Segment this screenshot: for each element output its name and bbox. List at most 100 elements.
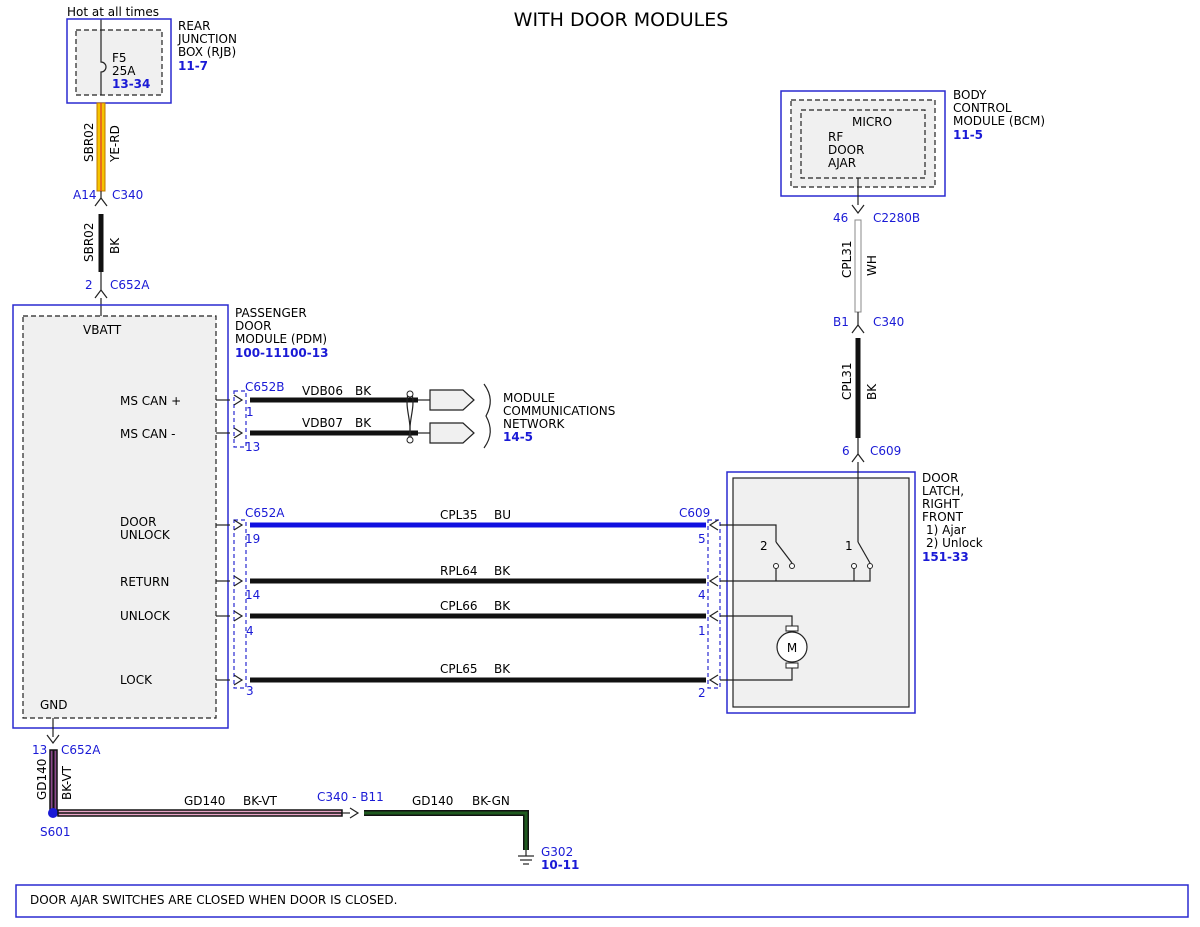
- svg-text:14-5: 14-5: [503, 430, 533, 444]
- body-control-module: MICRO RF DOOR AJAR BODY CONTROL MODULE (…: [780, 88, 1045, 197]
- svg-text:C652B: C652B: [245, 380, 285, 394]
- svg-text:BODY: BODY: [953, 88, 987, 102]
- svg-text:S601: S601: [40, 825, 71, 839]
- svg-text:1: 1: [698, 624, 706, 638]
- svg-text:NETWORK: NETWORK: [503, 417, 566, 431]
- svg-text:AJAR: AJAR: [828, 156, 856, 170]
- svg-text:DOOR: DOOR: [922, 471, 958, 485]
- svg-text:YE-RD: YE-RD: [108, 125, 122, 163]
- passenger-door-module: VBATT MS CAN + MS CAN - DOOR UNLOCK RETU…: [12, 304, 328, 729]
- svg-text:1) Ajar: 1) Ajar: [926, 523, 966, 537]
- svg-text:100-11100-13: 100-11100-13: [235, 346, 328, 360]
- svg-text:RPL64: RPL64: [440, 564, 478, 578]
- wire-cpl66-bk: CPL66 BK: [216, 599, 719, 622]
- svg-text:CPL66: CPL66: [440, 599, 478, 613]
- svg-text:CPL31: CPL31: [840, 240, 854, 278]
- svg-text:3: 3: [246, 684, 254, 698]
- svg-text:GD140: GD140: [35, 759, 49, 800]
- svg-text:FRONT: FRONT: [922, 510, 964, 524]
- svg-text:UNLOCK: UNLOCK: [120, 609, 171, 623]
- svg-text:RETURN: RETURN: [120, 575, 169, 589]
- svg-text:2: 2: [698, 686, 706, 700]
- rjb-label-2: JUNCTION: [177, 32, 237, 46]
- svg-text:DOOR: DOOR: [235, 319, 271, 333]
- svg-text:SBR02: SBR02: [82, 223, 96, 262]
- svg-text:5: 5: [698, 532, 706, 546]
- ms-can-wires: VDB06 BK VDB07 BK: [216, 383, 491, 449]
- svg-text:RIGHT: RIGHT: [922, 497, 960, 511]
- svg-text:10-11: 10-11: [541, 858, 579, 872]
- svg-text:GD140: GD140: [412, 794, 453, 808]
- svg-text:DOOR: DOOR: [120, 515, 156, 529]
- svg-text:BK: BK: [494, 662, 511, 676]
- svg-text:C2280B: C2280B: [873, 211, 920, 225]
- svg-text:2) Unlock: 2) Unlock: [926, 536, 983, 550]
- rear-junction-box: F5 25A 13-34 REAR JUNCTION BOX (RJB) 11-…: [66, 18, 237, 104]
- svg-text:M: M: [787, 641, 797, 655]
- svg-text:19: 19: [245, 532, 260, 546]
- svg-text:CONTROL: CONTROL: [953, 101, 1012, 115]
- svg-text:BU: BU: [494, 508, 511, 522]
- svg-text:C609: C609: [870, 444, 901, 458]
- c2280b-connector: [851, 204, 865, 214]
- wire-cpl65-bk: CPL65 BK: [216, 662, 719, 686]
- svg-text:LOCK: LOCK: [120, 673, 153, 687]
- svg-text:151-33: 151-33: [922, 550, 969, 564]
- page-title: WITH DOOR MODULES: [514, 9, 729, 31]
- door-latch: 2 1 M: [720, 471, 916, 714]
- wire-cpl31-wh: CPL31 WH: [840, 219, 879, 313]
- svg-text:BK-VT: BK-VT: [60, 765, 74, 800]
- svg-text:SBR02: SBR02: [82, 123, 96, 162]
- s601-splice: [48, 808, 58, 818]
- svg-text:VDB07: VDB07: [302, 416, 343, 430]
- c609-connector: [707, 519, 721, 689]
- svg-text:C652A: C652A: [245, 506, 285, 520]
- svg-text:GD140: GD140: [184, 794, 225, 808]
- svg-text:MODULE (PDM): MODULE (PDM): [235, 332, 327, 346]
- rjb-ref: 11-7: [178, 59, 208, 73]
- svg-text:1: 1: [246, 405, 254, 419]
- svg-text:6: 6: [842, 444, 850, 458]
- svg-text:LATCH,: LATCH,: [922, 484, 964, 498]
- svg-text:GND: GND: [40, 698, 68, 712]
- svg-text:13: 13: [245, 440, 260, 454]
- svg-text:4: 4: [246, 624, 254, 638]
- c340-connector: [94, 197, 108, 207]
- c652b-connector: [233, 390, 247, 448]
- svg-text:2: 2: [760, 539, 768, 553]
- svg-text:C340 - B11: C340 - B11: [317, 790, 384, 804]
- svg-text:BK: BK: [865, 383, 879, 400]
- svg-text:BK: BK: [355, 416, 372, 430]
- svg-text:BK: BK: [494, 564, 511, 578]
- svg-text:BK: BK: [494, 599, 511, 613]
- ground-symbol-icon: [518, 850, 534, 865]
- svg-text:G302: G302: [541, 845, 573, 859]
- c609-top-connector: [851, 453, 865, 463]
- note-box: [15, 884, 1189, 918]
- svg-text:14: 14: [245, 588, 260, 602]
- fuse-name: F5: [112, 51, 127, 65]
- svg-text:MODULE: MODULE: [503, 391, 555, 405]
- rjb-label-1: REAR: [178, 19, 210, 33]
- note-text: DOOR AJAR SWITCHES ARE CLOSED WHEN DOOR …: [30, 893, 397, 907]
- svg-text:BK-VT: BK-VT: [243, 794, 278, 808]
- svg-text:C652A: C652A: [110, 278, 150, 292]
- svg-text:VBATT: VBATT: [83, 323, 122, 337]
- wire-sbr02-bk: SBR02 BK: [82, 214, 122, 272]
- wire-sbr02-yerd: SBR02 YE-RD: [82, 102, 122, 192]
- svg-text:C340: C340: [873, 315, 904, 329]
- svg-text:COMMUNICATIONS: COMMUNICATIONS: [503, 404, 615, 418]
- svg-text:46: 46: [833, 211, 848, 225]
- svg-text:MICRO: MICRO: [852, 115, 892, 129]
- svg-text:CPL35: CPL35: [440, 508, 478, 522]
- svg-text:MS CAN +: MS CAN +: [120, 394, 181, 408]
- wire-cpl31-bk: CPL31 BK: [840, 338, 879, 438]
- hot-label: Hot at all times: [67, 5, 159, 19]
- svg-text:BK: BK: [108, 237, 122, 254]
- c652a-right-connector: [233, 519, 247, 689]
- wire-gd140-bkvt-vertical: GD140 BK-VT: [35, 749, 74, 813]
- svg-text:MODULE (BCM): MODULE (BCM): [953, 114, 1045, 128]
- wire-rpl64-bk: RPL64 BK: [216, 564, 719, 587]
- wire-cpl35-bu: CPL35 BU: [216, 508, 719, 531]
